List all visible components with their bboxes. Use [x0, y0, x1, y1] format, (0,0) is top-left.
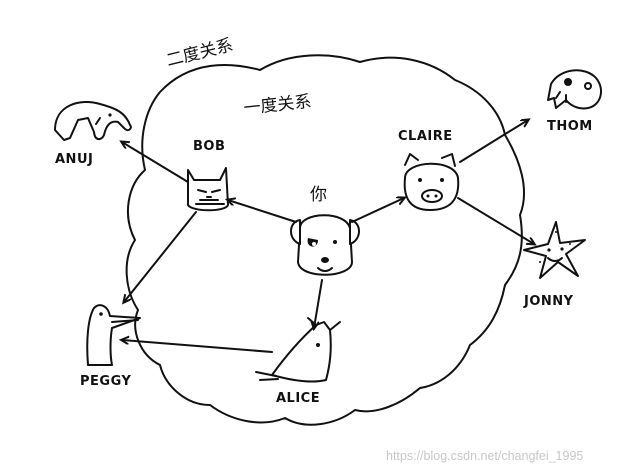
first-degree-label: 一度关系	[243, 92, 313, 119]
peggy-label: PEGGY	[80, 374, 131, 389]
pig-icon	[403, 153, 460, 211]
edge-bob-anuj	[122, 142, 189, 183]
starfish-icon	[523, 221, 586, 279]
edge-you-alice	[314, 279, 323, 328]
edge-bob-peggy	[124, 211, 197, 302]
edge-you-claire	[351, 198, 404, 223]
fish-icon	[547, 69, 603, 110]
anuj-label: ANUJ	[55, 152, 93, 167]
dog-icon	[290, 214, 360, 276]
jonny-label: JONNY	[523, 294, 574, 309]
claire-label: CLAIRE	[398, 129, 453, 144]
first-degree-boundary	[125, 54, 526, 426]
thom-label: THOM	[547, 119, 593, 134]
cat-icon	[187, 167, 229, 212]
rat-icon	[255, 317, 341, 383]
watermark: https://blog.csdn.net/changfei_1995	[386, 449, 583, 463]
edge-you-bob	[228, 200, 297, 223]
elephant-icon	[54, 100, 132, 141]
edge-claire-thom	[459, 120, 528, 163]
alice-label: ALICE	[276, 391, 320, 406]
edge-alice-peggy	[122, 340, 273, 353]
center-label: 你	[310, 185, 327, 205]
edge-claire-jonny	[457, 197, 534, 244]
bird-icon	[86, 304, 141, 366]
bob-label: BOB	[193, 139, 225, 154]
